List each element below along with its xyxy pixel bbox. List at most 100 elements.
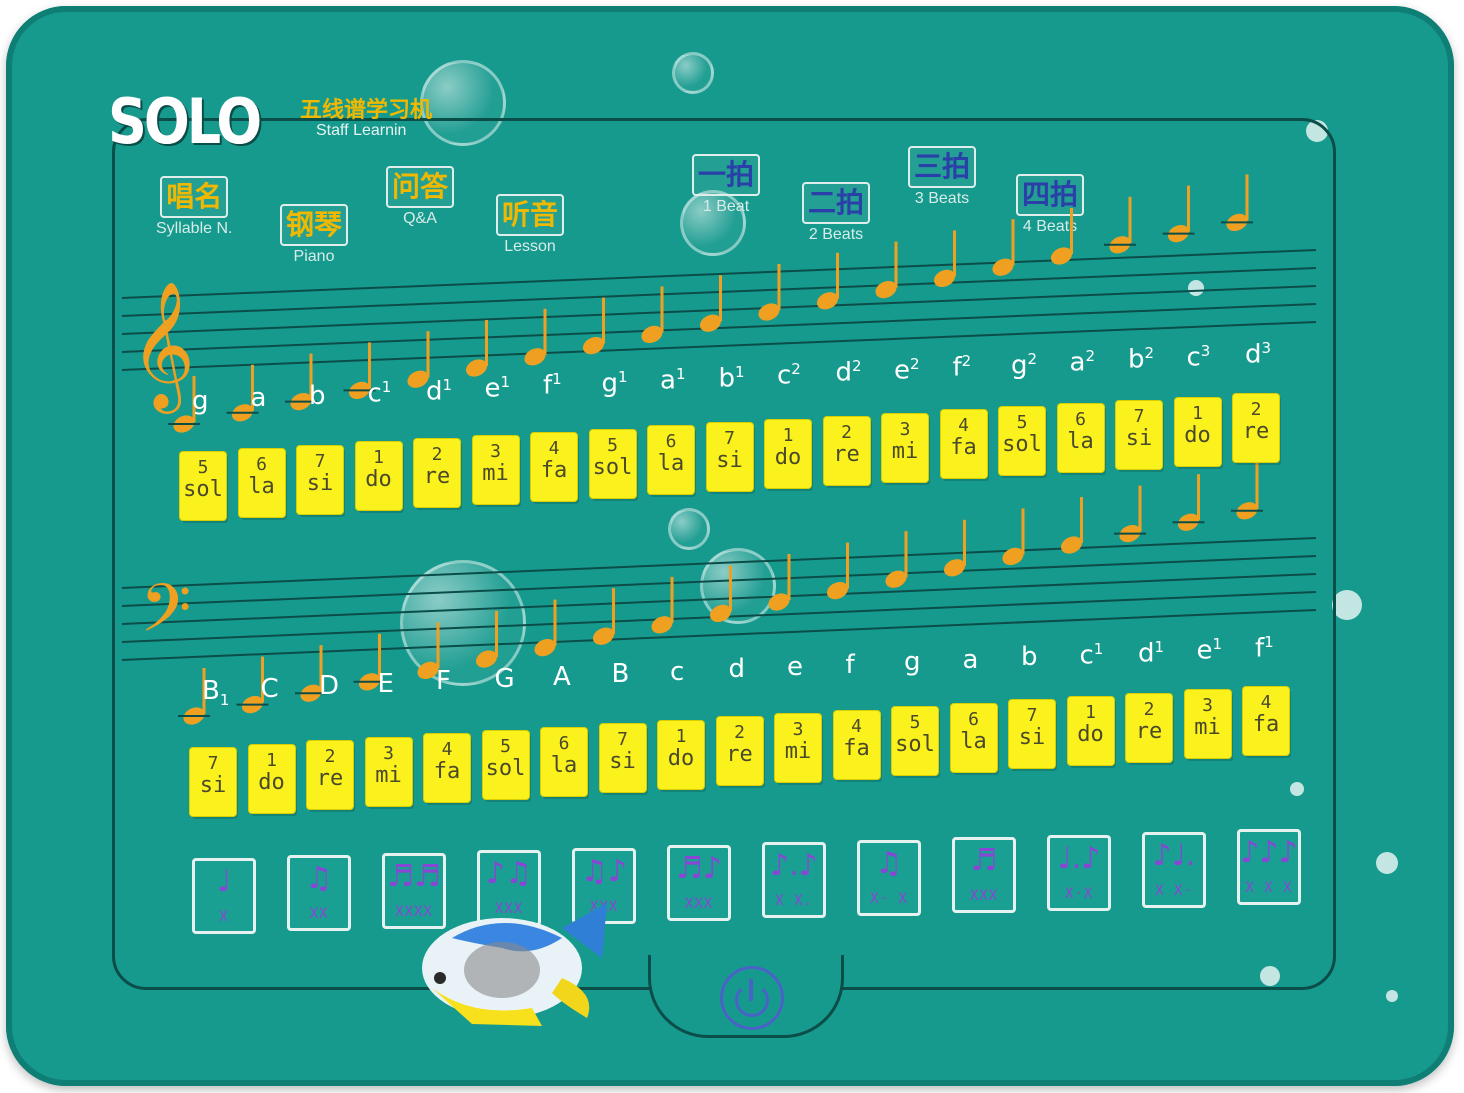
rhythm-button[interactable]: ♬XXX: [952, 837, 1016, 914]
key-number: 3: [1202, 695, 1213, 717]
note-label: g: [904, 647, 921, 678]
mode-syllable-button[interactable]: 唱名 Syllable N.: [156, 176, 232, 238]
key-number: 3: [383, 742, 394, 764]
beat-3-button[interactable]: 三拍 3 Beats: [908, 146, 977, 208]
rhythm-button[interactable]: ♪♪♪X X X: [1237, 829, 1301, 906]
beat-1-button[interactable]: 一拍 1 Beat: [692, 154, 761, 216]
rhythm-button[interactable]: ♬♬XXXX: [382, 852, 446, 929]
key-number: 2: [431, 444, 443, 466]
rhythm-button[interactable]: ♫XX: [287, 855, 351, 932]
rhythm-button[interactable]: ♪.♪X X.: [762, 842, 826, 919]
note-label: d3: [1245, 339, 1272, 370]
key-syllable: si: [716, 448, 743, 474]
key-number: 5: [197, 457, 209, 478]
note-label: b1: [718, 362, 745, 394]
key-number: 2: [1250, 399, 1262, 421]
note-head: [1050, 247, 1073, 265]
rhythm-button[interactable]: ♪♩.X X·: [1142, 832, 1206, 908]
note-label: f2: [952, 352, 972, 383]
key-syllable: la: [1067, 429, 1094, 454]
note-label: e: [787, 652, 803, 682]
mode-qa-button[interactable]: 问答 Q&A: [386, 166, 455, 228]
key-number: 4: [1260, 691, 1272, 713]
key-number: 1: [266, 749, 277, 771]
note-label: f1: [1255, 632, 1274, 664]
note-label: b: [1021, 642, 1038, 673]
note-head: [816, 292, 839, 310]
key-syllable: mi: [1194, 715, 1221, 741]
rhythm-button[interactable]: ♩.♪X·X: [1047, 834, 1111, 911]
rhythm-button[interactable]: ♩X: [192, 858, 256, 934]
note-label: B1: [202, 676, 230, 710]
note-label: c1: [367, 378, 392, 409]
power-button[interactable]: [720, 966, 784, 1030]
beat-2-button[interactable]: 二拍 2 Beats: [802, 182, 871, 244]
rhythm-note-icon: ♬♬: [387, 858, 441, 894]
key-number: 6: [558, 732, 570, 754]
rhythm-pattern: X: [219, 909, 229, 925]
treble-clef-icon: 𝄞: [130, 280, 196, 408]
note-label: A: [553, 661, 571, 692]
note-label: C: [260, 673, 279, 704]
note-label: c2: [777, 360, 801, 391]
mode-lesson-button[interactable]: 听音 Lesson: [496, 194, 565, 256]
key-syllable: do: [1184, 422, 1211, 448]
staff-line: [121, 537, 1317, 589]
bubble-decoration: [672, 52, 714, 94]
beat-label-en: 2 Beats: [808, 226, 864, 243]
rhythm-button[interactable]: ♫X· X: [857, 839, 921, 916]
staff-line: [121, 303, 1317, 353]
mode-piano-button[interactable]: 钢琴 Piano: [280, 204, 349, 266]
bubble-decoration: [420, 60, 506, 146]
beat-label-cn: 一拍: [692, 154, 761, 196]
key-syllable: re: [316, 766, 344, 792]
rhythm-button[interactable]: ♬♪XXX: [667, 845, 731, 921]
bubble-decoration: [1376, 852, 1398, 874]
rhythm-pattern: XXX: [969, 888, 999, 905]
rhythm-button[interactable]: ♪♫XXX: [477, 850, 541, 927]
beat-4-button[interactable]: 四拍 4 Beats: [1016, 174, 1085, 236]
key-number: 3: [490, 441, 501, 462]
bubble-decoration: [668, 508, 710, 550]
key-syllable: re: [726, 742, 753, 768]
